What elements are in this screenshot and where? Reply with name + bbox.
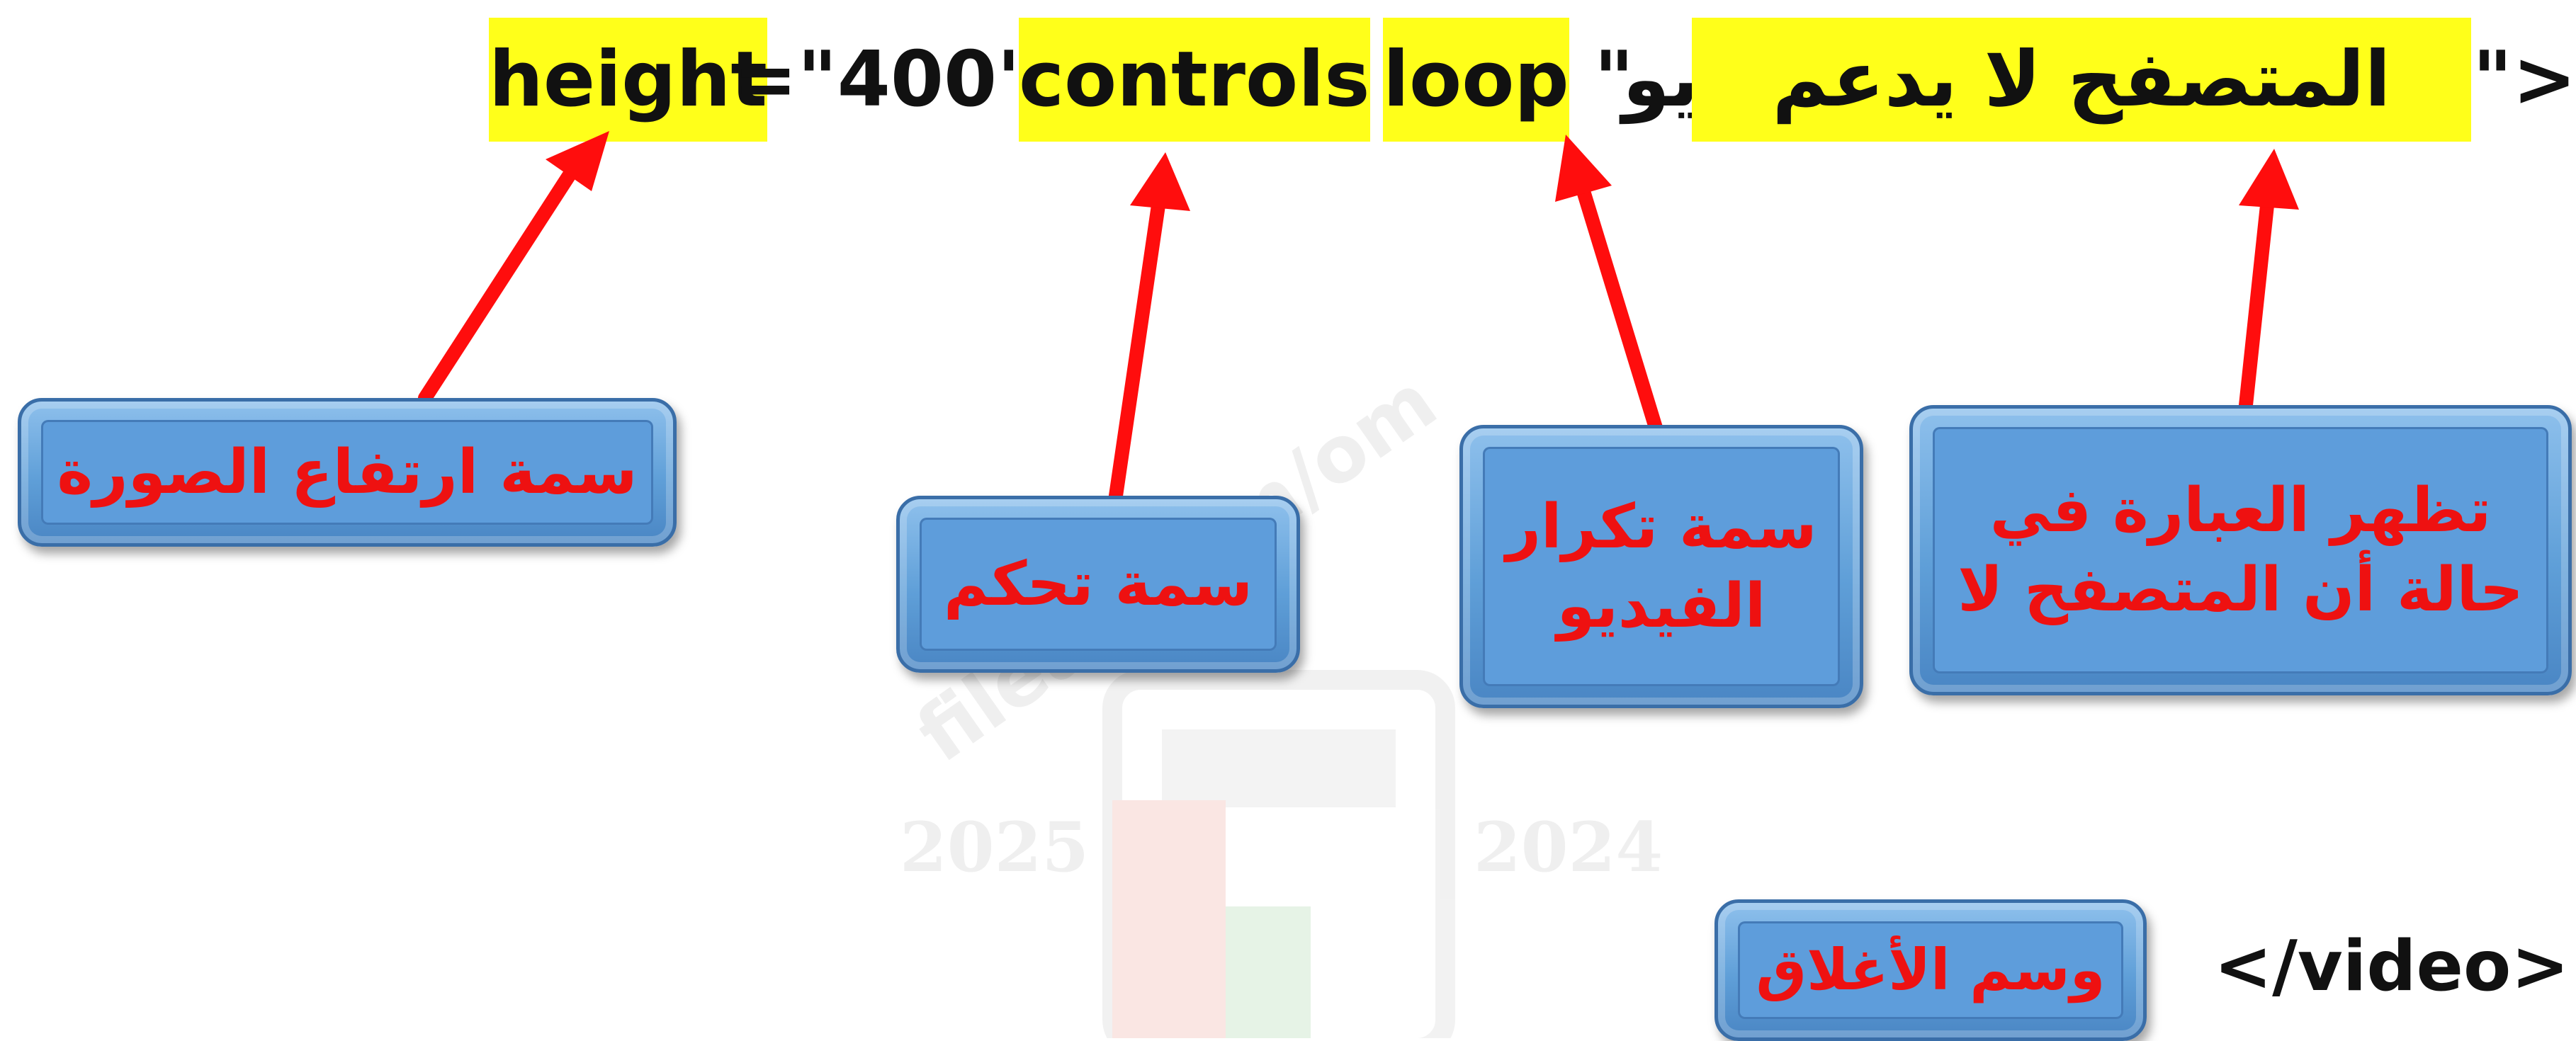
closing-tag: </video> [2214, 926, 2570, 1007]
loop-attribute: loop [1383, 18, 1569, 142]
closing-label-box: وسم الأغلاق [1714, 899, 2147, 1041]
height-value: ="400" [733, 35, 1037, 124]
fallback-text: المتصفح لا يدعم [1692, 18, 2471, 142]
arrow-to-height [418, 131, 609, 405]
quote-mark: " [1594, 35, 1634, 124]
loop-label-box: سمة تكرار الفيديو [1459, 425, 1863, 708]
fallback-label-box: تظهر العبارة في حالة أن المتصفح لا [1909, 405, 2572, 695]
arrow-to-loop [1555, 135, 1668, 453]
code-line: height ="400" controls loop " الفيديو ال… [489, 18, 2576, 142]
height-label-box: سمة ارتفاع الصورة [18, 398, 677, 547]
tag-open-end: "> [2473, 35, 2576, 124]
arrow-to-controls [1109, 152, 1190, 503]
controls-label: سمة تحكم [943, 549, 1253, 620]
height-attribute: height [489, 18, 767, 142]
height-label: سمة ارتفاع الصورة [57, 437, 638, 508]
controls-label-box: سمة تحكم [896, 496, 1300, 673]
closing-label: وسم الأغلاق [1756, 937, 2106, 1003]
arrow-to-fallback [2239, 149, 2299, 412]
loop-label: سمة تكرار الفيديو [1506, 491, 1817, 642]
fallback-label: تظهر العبارة في حالة أن المتصفح لا [1958, 475, 2524, 625]
controls-attribute: controls [1019, 18, 1370, 142]
